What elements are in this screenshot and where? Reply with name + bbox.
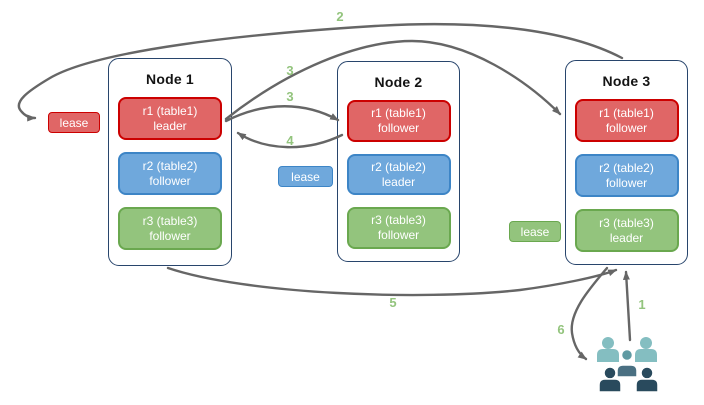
node2-replica-r1: r1 (table1) follower bbox=[346, 100, 451, 142]
node1-replica-r3: r3 (table3) follower bbox=[118, 207, 222, 250]
step-label-6: 6 bbox=[557, 322, 565, 337]
users-icon bbox=[597, 337, 659, 393]
replica-name: r2 (table2) bbox=[371, 159, 426, 174]
step-label-3b: 3 bbox=[286, 89, 294, 104]
arrow-step-3-to-node2 bbox=[224, 105, 340, 123]
node3-replica-r2: r2 (table2) follower bbox=[574, 154, 679, 197]
lease-badge-blue: lease bbox=[278, 166, 333, 187]
node2-replica-r2: r2 (table2) leader bbox=[346, 153, 451, 196]
node-3-title: Node 3 bbox=[602, 73, 651, 89]
replica-role: follower bbox=[149, 228, 191, 243]
arrow-step-5 bbox=[166, 266, 618, 297]
replica-role: follower bbox=[377, 228, 420, 243]
step-label-1: 1 bbox=[638, 297, 646, 312]
step-label-5: 5 bbox=[389, 295, 397, 310]
replica-role: leader bbox=[381, 174, 416, 189]
node3-replica-r3: r3 (table3) leader bbox=[574, 209, 679, 252]
node-1-card: Node 1 r1 (table1) leader r2 (table2) fo… bbox=[108, 58, 232, 266]
replica-name: r2 (table2) bbox=[599, 160, 654, 175]
replica-role: follower bbox=[149, 173, 191, 188]
step-label-4: 4 bbox=[286, 133, 294, 148]
replica-name: r3 (table3) bbox=[371, 213, 426, 228]
replica-role: leader bbox=[609, 230, 644, 245]
node-2-card: Node 2 r1 (table1) follower r2 (table2) … bbox=[337, 61, 460, 262]
node1-replica-r2: r2 (table2) follower bbox=[118, 152, 222, 195]
lease-badge-green: lease bbox=[509, 221, 561, 242]
replica-role: follower bbox=[605, 120, 648, 135]
node-3-card: Node 3 r1 (table1) follower r2 (table2) … bbox=[565, 60, 688, 265]
step-label-2: 2 bbox=[336, 9, 344, 24]
replica-name: r3 (table3) bbox=[599, 215, 654, 230]
replica-name: r1 (table1) bbox=[599, 105, 654, 120]
node1-replica-r1: r1 (table1) leader bbox=[118, 97, 222, 140]
node-1-title: Node 1 bbox=[146, 71, 194, 87]
replica-role: follower bbox=[605, 175, 648, 190]
node3-replica-r1: r1 (table1) follower bbox=[574, 99, 679, 142]
replica-name: r1 (table1) bbox=[371, 105, 426, 120]
replica-role: leader bbox=[153, 118, 187, 133]
step-label-3a: 3 bbox=[286, 63, 294, 78]
replica-role: follower bbox=[377, 120, 420, 135]
arrow-step-1 bbox=[622, 270, 632, 342]
node2-replica-r3: r3 (table3) follower bbox=[346, 207, 451, 250]
lease-badge-red: lease bbox=[48, 112, 100, 133]
replica-name: r3 (table3) bbox=[142, 213, 198, 228]
replica-name: r2 (table2) bbox=[142, 158, 198, 173]
replica-name: r1 (table1) bbox=[142, 103, 198, 118]
node-2-title: Node 2 bbox=[374, 74, 423, 90]
